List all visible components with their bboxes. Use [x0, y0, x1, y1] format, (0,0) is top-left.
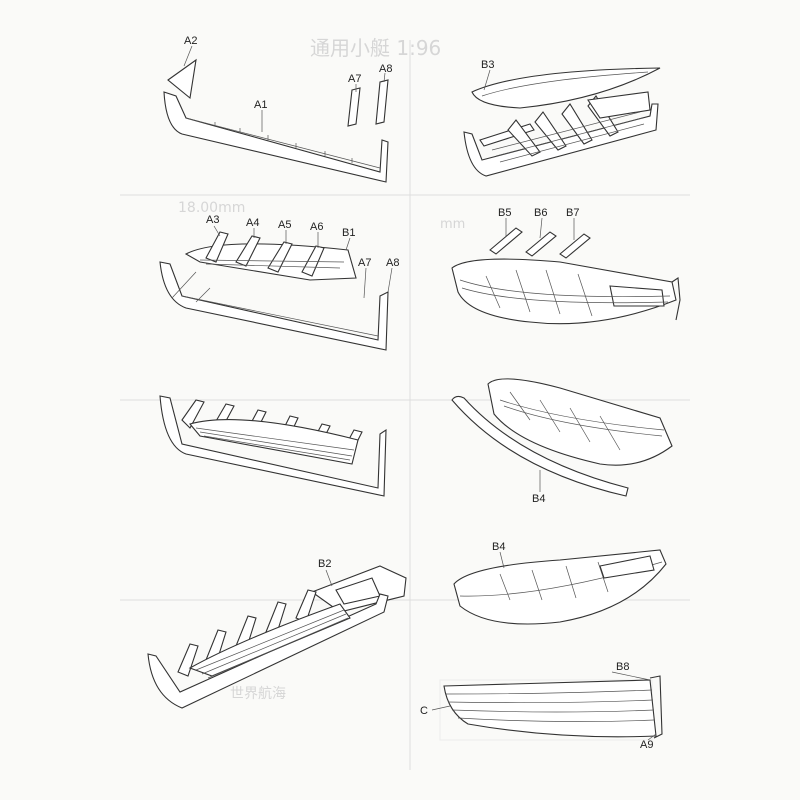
step-7-frames-b2: [147, 565, 407, 709]
label-b3: B3: [481, 59, 494, 71]
step-1-keel: [163, 45, 389, 183]
step-7-keel: [147, 593, 389, 709]
ghost-measure-2: mm: [440, 217, 465, 232]
step-8-finished-hull: [453, 549, 667, 625]
label-a7-second: A7: [358, 257, 371, 269]
step-6-hull-gunwale: [451, 378, 673, 497]
ghost-text-bottom: 世界航海: [230, 686, 286, 702]
label-b4: B4: [532, 493, 545, 505]
label-b7: B7: [566, 207, 579, 219]
part-a2: [167, 58, 197, 100]
part-a1: [163, 91, 389, 183]
step-5-frame-set: [159, 395, 387, 497]
label-a8-second: A8: [386, 257, 399, 269]
ghost-measure-1: 18.00mm: [178, 200, 245, 216]
step-3-frames: [159, 225, 393, 351]
part-b3: [471, 67, 661, 109]
label-b2: B2: [318, 558, 331, 570]
step-9-hull: [443, 679, 657, 738]
part-a7: [347, 87, 361, 127]
step-3-keel: [159, 261, 389, 351]
label-a7: A7: [348, 73, 361, 85]
step-5-keel: [159, 395, 387, 497]
ghost-title: 通用小艇 1:96: [310, 36, 441, 60]
label-b8: B8: [616, 661, 629, 673]
part-a3: [205, 231, 229, 263]
label-a2: A2: [184, 35, 197, 47]
step-4-hull: [451, 258, 677, 325]
label-a5: A5: [278, 219, 291, 231]
label-c: C: [420, 705, 428, 717]
part-b7: [559, 233, 591, 259]
part-a6: [301, 245, 325, 277]
step-6-hull: [487, 378, 673, 466]
part-b6: [525, 231, 557, 257]
part-b5: [489, 227, 523, 255]
label-a4: A4: [246, 217, 259, 229]
label-a8: A8: [379, 63, 392, 75]
step-2-frames-deck: [463, 67, 661, 177]
label-b6: B6: [534, 207, 547, 219]
step-4-planked-hull: [451, 217, 681, 325]
label-a6: A6: [310, 221, 323, 233]
label-a9: A9: [640, 739, 653, 751]
label-a1: A1: [254, 99, 267, 111]
part-a8: [375, 79, 389, 125]
label-b1: B1: [342, 227, 355, 239]
part-b4: [451, 395, 629, 497]
step-9-side-view: [431, 671, 663, 741]
label-b4-second: B4: [492, 541, 505, 553]
label-a3: A3: [206, 214, 219, 226]
part-a5: [267, 241, 293, 273]
label-b5: B5: [498, 207, 511, 219]
part-a4: [235, 235, 261, 267]
